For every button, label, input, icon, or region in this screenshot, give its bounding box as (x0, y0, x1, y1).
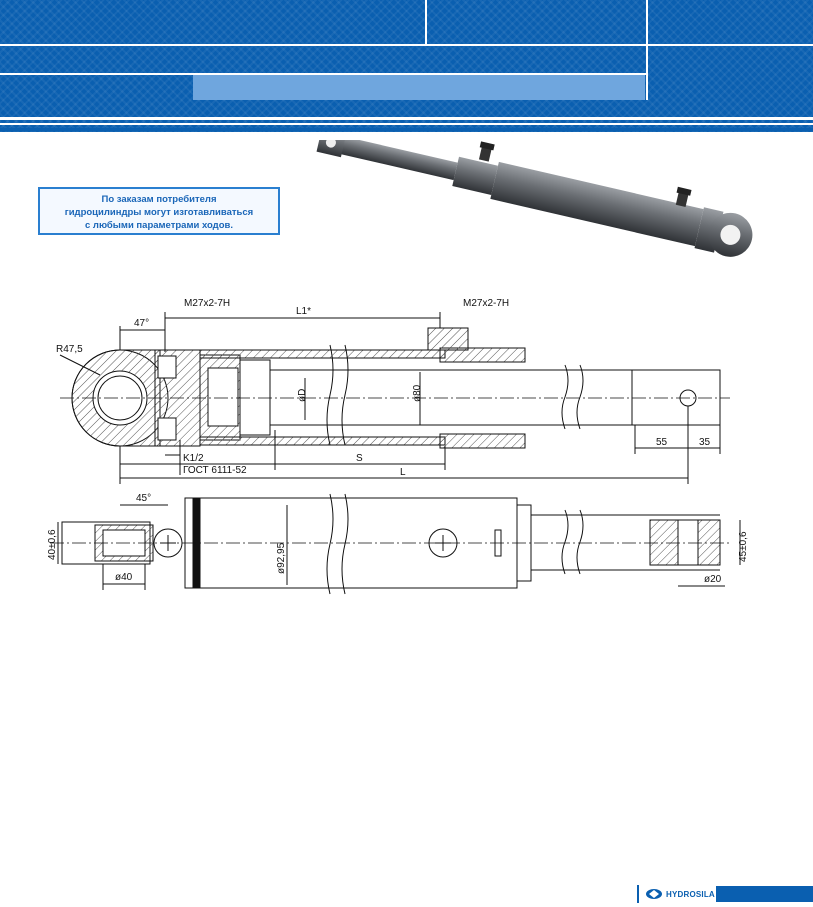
dim-width-left: 40±0,6 (47, 529, 58, 560)
brand-logo: HYDROSILA (645, 885, 715, 903)
header-line (0, 117, 813, 120)
dim-pin-dia: ø20 (704, 574, 722, 585)
header-underline (0, 128, 813, 131)
dim-35: 35 (699, 437, 711, 448)
dim-body-dia: ø92,95 (276, 542, 287, 574)
dim-gost: ГОСТ 6111-52 (183, 465, 247, 476)
header-band (0, 0, 813, 132)
header-divider (646, 0, 648, 100)
note-line: По заказам потребителя (101, 194, 217, 205)
custom-stroke-note: По заказам потребителя гидроцилиндры мог… (38, 187, 280, 235)
header-divider (425, 0, 427, 46)
footer-bar (716, 886, 813, 902)
header-line (0, 123, 813, 125)
dim-k12: K1/2 (183, 453, 204, 464)
note-line: гидроцилиндры могут изготавливаться (64, 207, 254, 218)
rod-render (326, 140, 458, 181)
header-highlight-cell (193, 75, 645, 100)
tube-wall-bottom (199, 436, 446, 446)
header-line (0, 73, 648, 75)
body-render (490, 161, 704, 247)
dim-radius: R47,5 (56, 344, 83, 355)
header-pattern (0, 0, 813, 132)
note-line: с любыми параметрами ходов. (84, 220, 233, 231)
cylinder-render (316, 140, 753, 257)
technical-drawing: M27x2-7H M27x2-7H L1* 47° R47,5 øD ø80 5… (47, 298, 749, 595)
dim-rod: ø80 (412, 384, 423, 402)
logo-icon (646, 889, 662, 899)
dim-angle-top: 47° (134, 318, 149, 329)
logo-text: HYDROSILA (666, 889, 715, 899)
tube-wall-top (199, 349, 446, 359)
dim-l1: L1* (296, 306, 311, 317)
dim-thread-left: M27x2-7H (184, 298, 230, 309)
dim-55: 55 (656, 437, 668, 448)
footer-separator (637, 885, 639, 903)
dim-length: L (400, 467, 406, 478)
dim-angle-bottom: 45° (136, 493, 151, 504)
dim-bore: øD (297, 389, 308, 402)
header-line (0, 44, 813, 46)
dim-stroke: S (356, 453, 363, 464)
dim-thread-right: M27x2-7H (463, 298, 509, 309)
dim-eye-dia: ø40 (115, 572, 133, 583)
dim-width-right: 45±0,6 (738, 531, 749, 562)
